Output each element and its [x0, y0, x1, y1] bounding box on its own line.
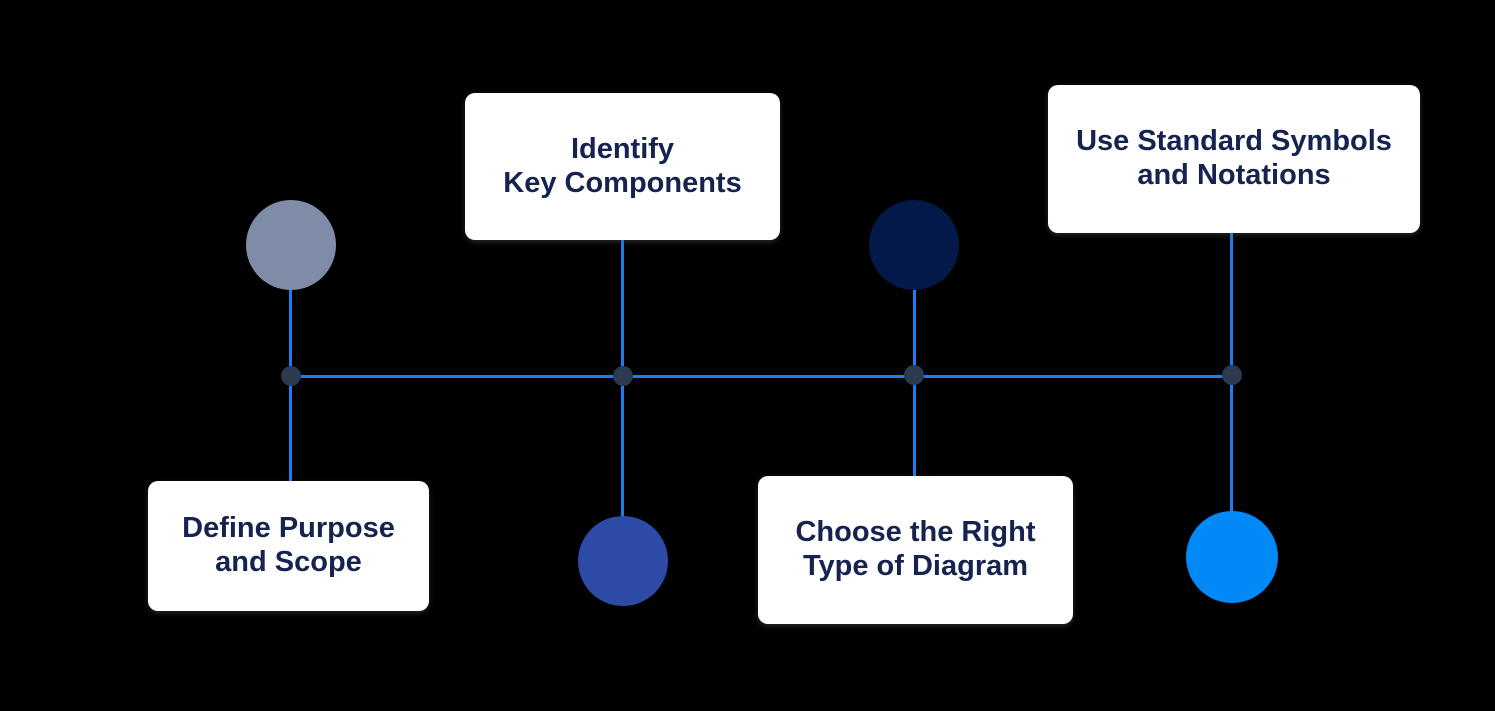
step-3-label-card: Choose the Right Type of Diagram	[758, 476, 1073, 624]
step-3-marker-circle	[869, 200, 959, 290]
timeline-node-dot-2	[613, 366, 633, 386]
step-2-label-line-2: Key Components	[503, 166, 742, 199]
timeline-node-dot-3	[904, 365, 924, 385]
timeline-node-dot-1	[281, 366, 301, 386]
step-4-marker-circle	[1186, 511, 1278, 603]
step-1-label-line-1: Define Purpose	[182, 512, 395, 545]
step-2-label-card: Identify Key Components	[465, 93, 780, 240]
step-4-label-line-1: Use Standard Symbols	[1076, 125, 1392, 158]
step-3-label-line-1: Choose the Right	[795, 516, 1036, 549]
step-3-label-line-2: Type of Diagram	[802, 550, 1029, 582]
timeline-horizontal-connector	[291, 375, 1232, 378]
step-4-label-line-2: and Notations	[1137, 159, 1331, 191]
step-1-label-card: Define Purpose and Scope	[148, 481, 429, 611]
step-4-label-card: Use Standard Symbols and Notations	[1048, 85, 1420, 233]
step-1-marker-circle	[246, 200, 336, 290]
step-1-label-line-2: and Scope	[215, 546, 362, 578]
step-2-marker-circle	[578, 516, 668, 606]
step-2-label-line-1: Identify	[570, 132, 675, 165]
timeline-node-dot-4	[1222, 365, 1242, 385]
